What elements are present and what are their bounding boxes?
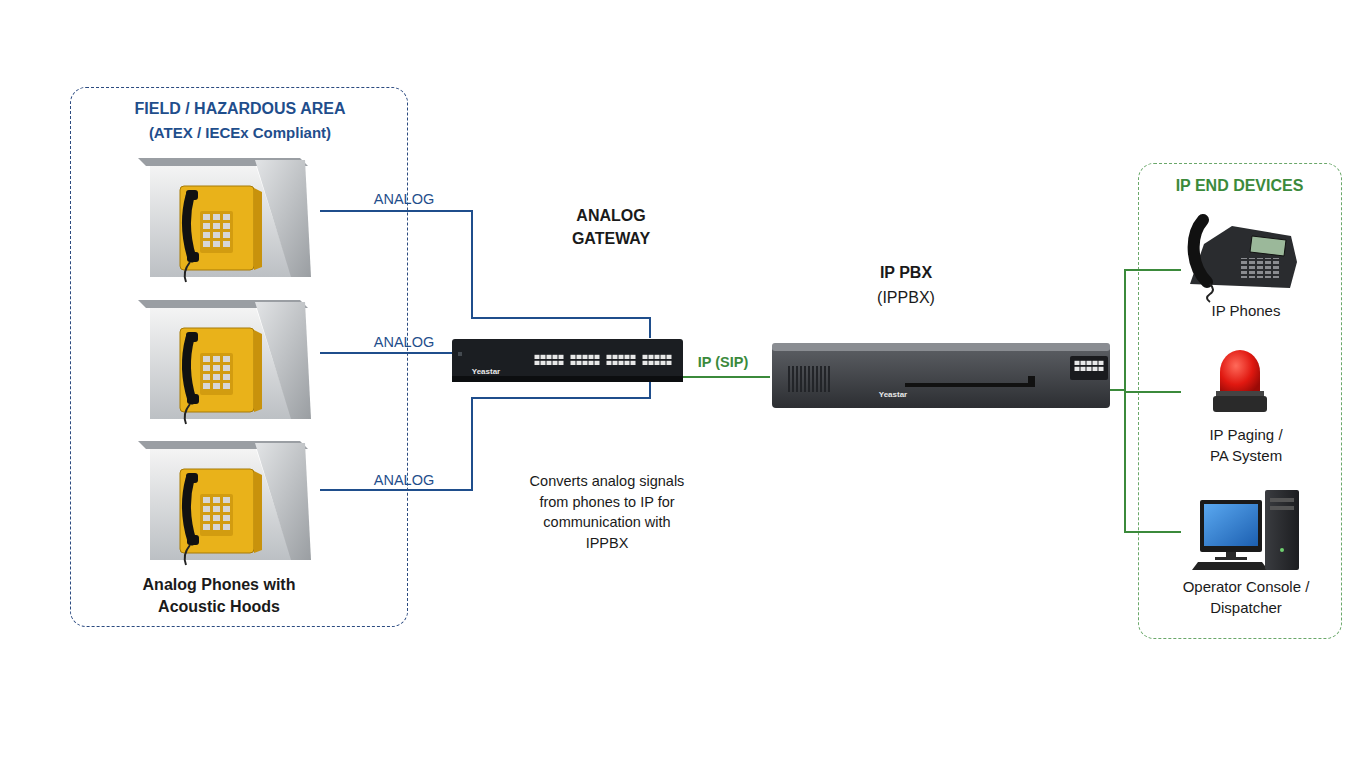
paging-device: IP Paging / PA System xyxy=(1181,346,1311,471)
hooded-phone-illustration-part xyxy=(213,223,220,229)
gateway-device-part xyxy=(452,339,683,381)
gateway-device-part xyxy=(452,376,683,382)
device-label: IP Phones xyxy=(1171,300,1321,321)
hooded-phone-illustration-part xyxy=(213,241,220,247)
ethernet-line xyxy=(1110,390,1181,392)
ethernet-line xyxy=(1110,270,1181,390)
phone-wire-stub-part xyxy=(320,210,408,212)
hooded-phone-illustration-part xyxy=(203,223,210,229)
pbx-device xyxy=(772,343,1110,408)
computer-icon-part xyxy=(1270,506,1294,510)
connector-label: ANALOG xyxy=(374,472,434,488)
ip-phone-icon-part xyxy=(1250,236,1286,256)
hooded-phone-illustration-part xyxy=(186,190,198,200)
ip-phone-icon-part xyxy=(1207,284,1213,302)
gateway-heading: ANALOG GATEWAY xyxy=(561,204,661,250)
device-label: IP Paging / PA System xyxy=(1203,424,1289,466)
ip-phone-icon-part xyxy=(1194,220,1207,282)
gateway-description: Converts analog signals from phones to I… xyxy=(522,471,692,553)
hooded-phone-illustration-part xyxy=(200,211,233,253)
connector-label: ANALOG xyxy=(374,191,434,207)
analog-line xyxy=(408,352,452,354)
ip-phone-icon-part xyxy=(1240,258,1280,278)
pbx-heading: IP PBX xyxy=(856,263,956,283)
gateway-device xyxy=(452,339,683,382)
beacon-icon-part xyxy=(1220,350,1260,395)
beacon-icon xyxy=(1213,350,1267,412)
hooded-phone-illustration-part xyxy=(223,223,230,229)
computer-icon-part xyxy=(1215,557,1247,560)
pbx-device-part xyxy=(1070,356,1108,380)
hooded-phone-illustration-part xyxy=(223,214,230,220)
computer-icon-part xyxy=(1280,548,1284,552)
computer-icon xyxy=(1192,490,1299,570)
brand-logo: Yeastar xyxy=(879,390,907,399)
hooded-phone-illustration-part xyxy=(185,262,190,282)
hooded-phone-illustration-part xyxy=(203,241,210,247)
hazardous-area-zone: FIELD / HAZARDOUS AREA (ATEX / IECEx Comp… xyxy=(70,87,408,627)
pbx-device-part xyxy=(772,346,1110,408)
hooded-phone-illustration-part xyxy=(213,232,220,238)
hooded-phone-illustration-part xyxy=(223,241,230,247)
hooded-phone-illustration xyxy=(138,300,311,424)
pbx-device-part xyxy=(788,366,832,392)
console-device: Operator Console / Dispatcher xyxy=(1181,491,1311,616)
beacon-icon-part xyxy=(1213,396,1267,412)
connector-label: IP (SIP) xyxy=(698,354,749,370)
hooded-phone-illustration xyxy=(138,158,311,282)
ip-phone-icon xyxy=(1190,220,1297,302)
ip-phone-device: IP Phones xyxy=(1181,211,1311,326)
pbx-device-part xyxy=(1028,376,1035,385)
ethernet-line xyxy=(1110,390,1181,532)
pbx-device-part xyxy=(1074,360,1104,372)
device-label: Operator Console / Dispatcher xyxy=(1171,576,1321,618)
hooded-phone-illustration-part xyxy=(187,252,199,262)
gateway-device-part xyxy=(606,354,636,366)
hooded-phone-illustration-part xyxy=(223,232,230,238)
hooded-phone-illustration xyxy=(138,441,311,565)
end-devices-zone: IP END DEVICES IP Phones IP Paging / PA Sy… xyxy=(1138,163,1342,639)
gateway-box: ANALOG GATEWAYConverts analog signals fr… xyxy=(452,338,683,382)
hooded-phone-illustration-part xyxy=(254,188,262,270)
gateway-device-part xyxy=(570,354,600,366)
hooded-phone-illustration-part xyxy=(186,196,192,258)
computer-icon-part xyxy=(1192,562,1268,570)
zone-heading: IP END DEVICES xyxy=(1139,176,1340,196)
pbx-box: IP PBX(IPPBX) xyxy=(770,340,1110,412)
sip-link xyxy=(683,376,770,378)
pbx-device-part xyxy=(772,343,1110,351)
gateway-device-part xyxy=(642,354,672,366)
phones-caption: Analog Phones with Acoustic Hoods xyxy=(131,574,307,618)
computer-icon-part xyxy=(1265,490,1299,570)
hooded-phone-illustration-part xyxy=(255,160,311,277)
analog-line xyxy=(408,382,650,490)
computer-icon-part xyxy=(1270,498,1294,502)
area-heading: FIELD / HAZARDOUS AREA xyxy=(71,99,409,119)
phone-wire-stub-part xyxy=(320,489,408,491)
hooded-phone-illustration-part xyxy=(203,214,210,220)
hooded-phone-illustration-part xyxy=(180,186,254,270)
connector-label: ANALOG xyxy=(374,334,434,350)
pbx-subheading: (IPPBX) xyxy=(856,288,956,308)
computer-icon-part xyxy=(1200,500,1262,552)
pbx-device-part xyxy=(905,383,1035,387)
area-subheading: (ATEX / IECEx Compliant) xyxy=(71,123,409,143)
hooded-phone-illustration-part xyxy=(203,232,210,238)
computer-icon-part xyxy=(1204,504,1258,546)
gateway-device-part xyxy=(534,354,564,366)
brand-logo: Yeastar xyxy=(472,367,500,376)
phone-wire-stub-part xyxy=(320,352,408,354)
phone-wire-stub xyxy=(320,211,408,490)
hooded-phone-illustration-part xyxy=(213,214,220,220)
analog-line xyxy=(408,211,650,338)
gateway-device-part xyxy=(458,352,462,356)
